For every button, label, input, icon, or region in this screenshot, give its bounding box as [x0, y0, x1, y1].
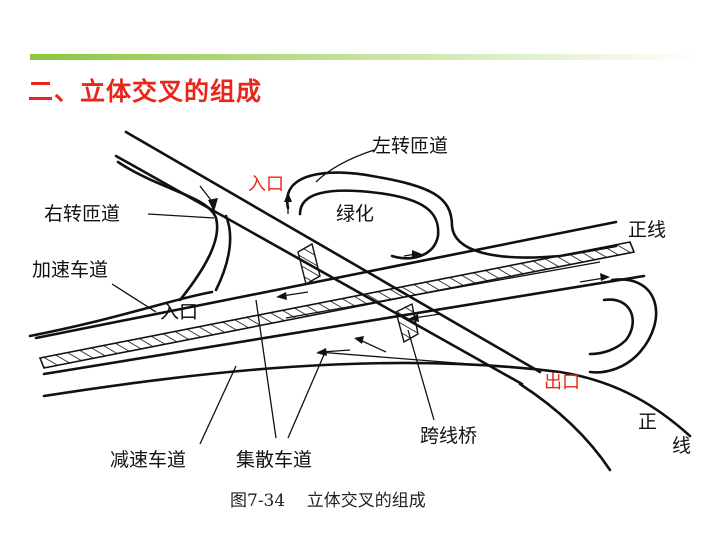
label-acceleration-lane: 加速车道: [32, 259, 108, 281]
left-turn-loop-ramp: [285, 171, 618, 260]
label-overpass-bridge: 跨线桥: [420, 425, 477, 447]
label-right-turn-ramp: 右转匝道: [44, 203, 120, 225]
label-green-area: 绿化: [336, 203, 374, 225]
main-line: [34, 220, 646, 376]
cross-road-overpass: [114, 130, 542, 386]
label-collector-lane: 集散车道: [236, 449, 312, 471]
label-main-line-right-2: 线: [672, 435, 691, 457]
label-left-turn-ramp: 左转匝道: [372, 135, 448, 157]
label-entrance-top: 入口: [248, 174, 284, 195]
label-entrance-left: 入口: [160, 301, 198, 323]
figure-caption: 图7-34 立体交叉的组成: [230, 491, 426, 511]
label-main-line-top: 正线: [628, 219, 666, 241]
right-turn-ramp: [116, 160, 232, 302]
auxiliary-lanes: [28, 290, 692, 472]
slide-title: 二、立体交叉的组成: [28, 77, 263, 106]
label-exit: 出口: [544, 372, 580, 393]
right-loop-ramp: [588, 278, 658, 374]
label-main-line-right-1: 正: [638, 411, 657, 433]
leader-lines: [111, 149, 435, 445]
title-underline-bar: [30, 54, 702, 60]
label-deceleration-lane: 减速车道: [110, 449, 186, 471]
